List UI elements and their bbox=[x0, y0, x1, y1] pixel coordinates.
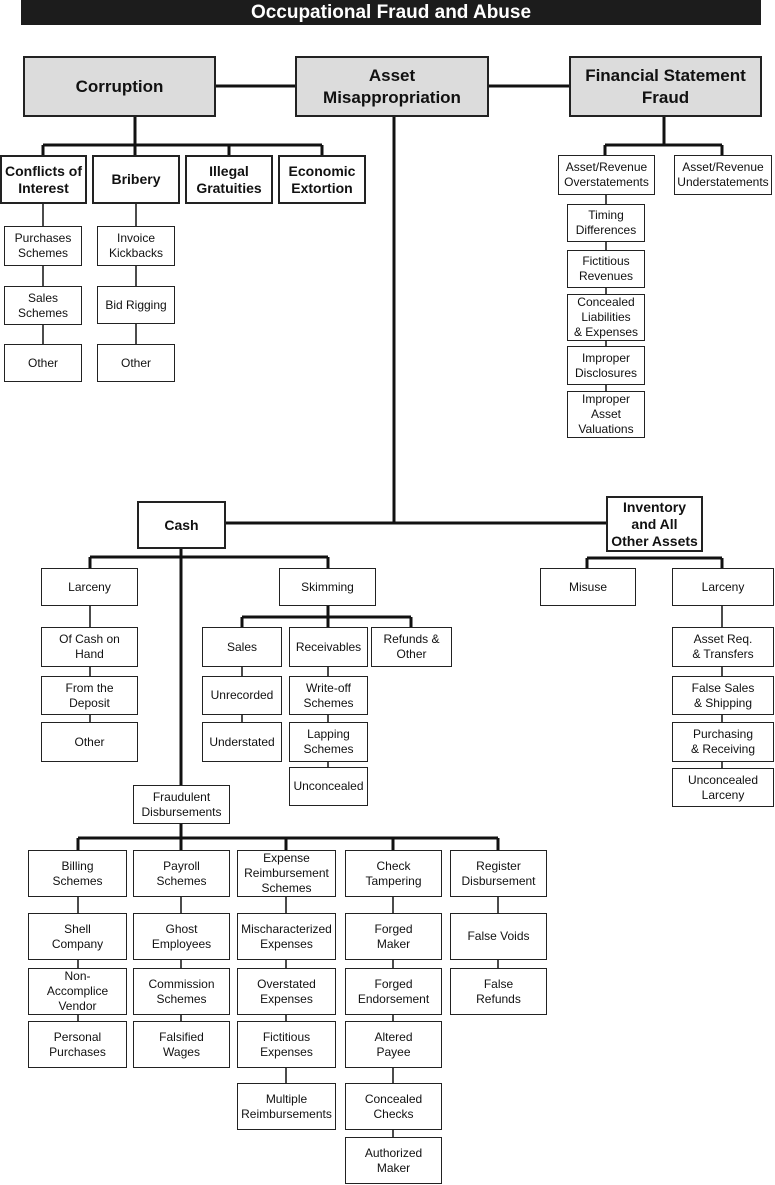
node-lapping-schemes: Lapping Schemes bbox=[289, 722, 368, 762]
node-timing-differences: Timing Differences bbox=[567, 204, 645, 242]
node-corruption: Corruption bbox=[23, 56, 216, 117]
node-inventory-other-assets: Inventory and All Other Assets bbox=[606, 496, 703, 552]
node-receivables: Receivables bbox=[289, 627, 368, 667]
node-billing-schemes: Billing Schemes bbox=[28, 850, 127, 897]
node-fictitious-revenues: Fictitious Revenues bbox=[567, 250, 645, 288]
node-bribery-other: Other bbox=[97, 344, 175, 382]
node-fraudulent-disbursements: Fraudulent Disbursements bbox=[133, 785, 230, 824]
node-improper-disclosures: Improper Disclosures bbox=[567, 346, 645, 385]
diagram-title: Occupational Fraud and Abuse bbox=[21, 0, 761, 25]
node-asset-revenue-understatements: Asset/Revenue Understatements bbox=[674, 155, 772, 195]
node-of-cash-on-hand: Of Cash on Hand bbox=[41, 627, 138, 667]
node-personal-purchases: Personal Purchases bbox=[28, 1021, 127, 1068]
node-invoice-kickbacks: Invoice Kickbacks bbox=[97, 226, 175, 266]
node-skimming: Skimming bbox=[279, 568, 376, 606]
node-unconcealed: Unconcealed bbox=[289, 767, 368, 806]
node-understated: Understated bbox=[202, 722, 282, 762]
node-financial-statement-fraud: Financial Statement Fraud bbox=[569, 56, 762, 117]
node-conflicts-of-interest: Conflicts of Interest bbox=[0, 155, 87, 204]
node-sales-schemes: Sales Schemes bbox=[4, 286, 82, 325]
node-purchases-schemes: Purchases Schemes bbox=[4, 226, 82, 266]
node-falsified-wages: Falsified Wages bbox=[133, 1021, 230, 1068]
node-asset-misappropriation: Asset Misappropriation bbox=[295, 56, 489, 117]
node-refunds-other: Refunds & Other bbox=[371, 627, 452, 667]
node-check-tampering: Check Tampering bbox=[345, 850, 442, 897]
node-unconcealed-larceny: Unconcealed Larceny bbox=[672, 768, 774, 807]
node-asset-req-transfers: Asset Req. & Transfers bbox=[672, 627, 774, 667]
node-forged-endorsement: Forged Endorsement bbox=[345, 968, 442, 1015]
node-unrecorded: Unrecorded bbox=[202, 676, 282, 715]
node-shell-company: Shell Company bbox=[28, 913, 127, 960]
node-bribery: Bribery bbox=[92, 155, 180, 204]
node-ghost-employees: Ghost Employees bbox=[133, 913, 230, 960]
node-forged-maker: Forged Maker bbox=[345, 913, 442, 960]
node-write-off-schemes: Write-off Schemes bbox=[289, 676, 368, 715]
node-authorized-maker: Authorized Maker bbox=[345, 1137, 442, 1184]
node-cash: Cash bbox=[137, 501, 226, 549]
node-economic-extortion: Economic Extortion bbox=[278, 155, 366, 204]
node-cash-larceny-other: Other bbox=[41, 722, 138, 762]
node-overstated-expenses: Overstated Expenses bbox=[237, 968, 336, 1015]
node-mischaracterized-expenses: Mischaracterized Expenses bbox=[237, 913, 336, 960]
node-illegal-gratuities: Illegal Gratuities bbox=[185, 155, 273, 204]
node-fictitious-expenses: Fictitious Expenses bbox=[237, 1021, 336, 1068]
node-payroll-schemes: Payroll Schemes bbox=[133, 850, 230, 897]
node-register-disbursement: Register Disbursement bbox=[450, 850, 547, 897]
node-commission-schemes: Commission Schemes bbox=[133, 968, 230, 1015]
node-altered-payee: Altered Payee bbox=[345, 1021, 442, 1068]
node-false-refunds: False Refunds bbox=[450, 968, 547, 1015]
node-cash-larceny: Larceny bbox=[41, 568, 138, 606]
node-coi-other: Other bbox=[4, 344, 82, 382]
node-bid-rigging: Bid Rigging bbox=[97, 286, 175, 324]
node-false-voids: False Voids bbox=[450, 913, 547, 960]
node-sales: Sales bbox=[202, 627, 282, 667]
node-concealed-liabilities: Concealed Liabilities & Expenses bbox=[567, 294, 645, 341]
node-false-sales-shipping: False Sales & Shipping bbox=[672, 676, 774, 715]
node-multiple-reimbursements: Multiple Reimbursements bbox=[237, 1083, 336, 1130]
node-from-the-deposit: From the Deposit bbox=[41, 676, 138, 715]
node-concealed-checks: Concealed Checks bbox=[345, 1083, 442, 1130]
node-asset-revenue-overstatements: Asset/Revenue Overstatements bbox=[558, 155, 655, 195]
node-improper-asset-valuations: Improper Asset Valuations bbox=[567, 391, 645, 438]
node-expense-reimbursement-schemes: Expense Reimbursement Schemes bbox=[237, 850, 336, 897]
node-misuse: Misuse bbox=[540, 568, 636, 606]
node-purchasing-receiving: Purchasing & Receiving bbox=[672, 722, 774, 762]
node-inventory-larceny: Larceny bbox=[672, 568, 774, 606]
node-non-accomplice-vendor: Non- Accomplice Vendor bbox=[28, 968, 127, 1015]
